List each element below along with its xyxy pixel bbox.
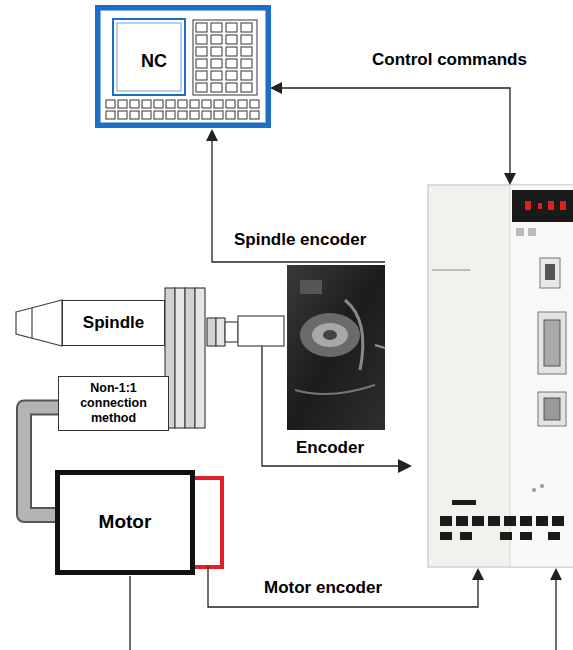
encoder-photo — [287, 265, 385, 430]
node-label: Non-1:1 connection method — [62, 381, 165, 426]
nc-unit: NC — [95, 5, 271, 128]
belt-fill — [24, 408, 58, 516]
signal-label: Spindle encoder — [232, 230, 368, 250]
node-label: Spindle — [83, 313, 144, 333]
nc-screen: NC — [118, 24, 190, 100]
transmission-box: Non-1:1 connection method — [58, 376, 169, 431]
arrowheads — [206, 82, 562, 580]
signal-label: Control commands — [370, 50, 529, 70]
belt-outline — [24, 408, 58, 516]
nc-panel — [100, 10, 266, 123]
drive-belt — [24, 408, 58, 516]
node-label: Motor — [99, 511, 152, 534]
signal-label: Motor encoder — [262, 578, 384, 598]
motor-box: Motor — [55, 470, 195, 575]
spindle-nose — [16, 300, 62, 346]
pulley-stack — [165, 288, 284, 428]
node-label: NC — [141, 51, 167, 73]
signal-label: Encoder — [294, 438, 366, 458]
servo-drive — [428, 185, 573, 567]
spindle-box: Spindle — [62, 300, 165, 346]
motor-encoder-bracket — [195, 478, 222, 567]
